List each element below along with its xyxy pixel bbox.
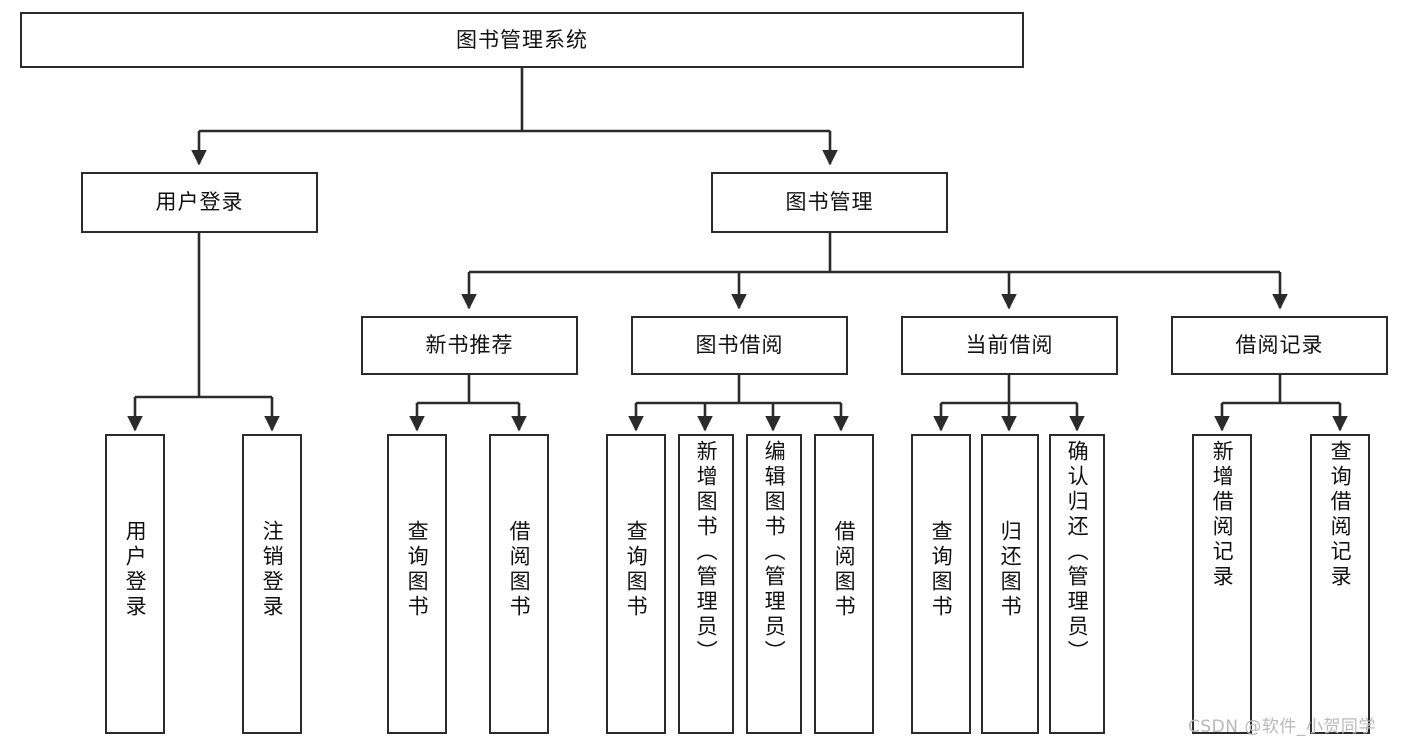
node-root-label: 图书管理系统	[456, 27, 588, 52]
leaf-query-book-2[interactable]: 查询图书	[606, 434, 666, 734]
node-current-borrow[interactable]: 当前借阅	[901, 316, 1118, 375]
leaf-query-record-label: 查询借阅记录	[1328, 440, 1353, 590]
leaf-query-book-3[interactable]: 查询图书	[911, 434, 971, 734]
leaf-query-book-1-label: 查询图书	[405, 520, 430, 620]
leaf-borrow-book-1-label: 借阅图书	[507, 520, 532, 620]
leaf-add-book-label: 新增图书（管理员）	[694, 440, 719, 665]
leaf-edit-book-label: 编辑图书（管理员）	[762, 440, 787, 665]
leaf-query-record[interactable]: 查询借阅记录	[1310, 434, 1370, 734]
leaf-add-record[interactable]: 新增借阅记录	[1192, 434, 1252, 734]
leaf-logout-login-label: 注销登录	[260, 520, 285, 620]
leaf-return-book-label: 归还图书	[998, 520, 1023, 620]
node-book-manage[interactable]: 图书管理	[711, 172, 948, 233]
node-book-borrow-label: 图书借阅	[695, 333, 784, 358]
leaf-add-record-label: 新增借阅记录	[1210, 440, 1235, 590]
node-new-book-recommend[interactable]: 新书推荐	[361, 316, 578, 375]
leaf-borrow-book-2-label: 借阅图书	[832, 520, 857, 620]
node-book-borrow[interactable]: 图书借阅	[631, 316, 848, 375]
node-current-borrow-label: 当前借阅	[965, 333, 1054, 358]
node-borrow-record[interactable]: 借阅记录	[1171, 316, 1388, 375]
node-root[interactable]: 图书管理系统	[20, 12, 1024, 68]
leaf-confirm-return-label: 确认归还（管理员）	[1065, 440, 1090, 665]
leaf-query-book-2-label: 查询图书	[624, 520, 649, 620]
node-borrow-record-label: 借阅记录	[1235, 333, 1324, 358]
leaf-return-book[interactable]: 归还图书	[981, 434, 1039, 734]
leaf-query-book-3-label: 查询图书	[929, 520, 954, 620]
leaf-add-book[interactable]: 新增图书（管理员）	[678, 434, 734, 734]
leaf-query-book-1[interactable]: 查询图书	[387, 434, 447, 734]
leaf-borrow-book-1[interactable]: 借阅图书	[489, 434, 549, 734]
leaf-confirm-return[interactable]: 确认归还（管理员）	[1049, 434, 1105, 734]
leaf-logout-login[interactable]: 注销登录	[242, 434, 302, 734]
leaf-user-login-label: 用户登录	[123, 520, 148, 620]
leaf-borrow-book-2[interactable]: 借阅图书	[814, 434, 874, 734]
node-user-login[interactable]: 用户登录	[81, 172, 318, 233]
csdn-watermark: CSDN @软件_小贺同学	[1188, 717, 1376, 737]
node-new-book-recommend-label: 新书推荐	[425, 333, 514, 358]
node-user-login-label: 用户登录	[155, 190, 244, 215]
leaf-user-login[interactable]: 用户登录	[105, 434, 165, 734]
node-book-manage-label: 图书管理	[785, 190, 874, 215]
leaf-edit-book[interactable]: 编辑图书（管理员）	[746, 434, 802, 734]
